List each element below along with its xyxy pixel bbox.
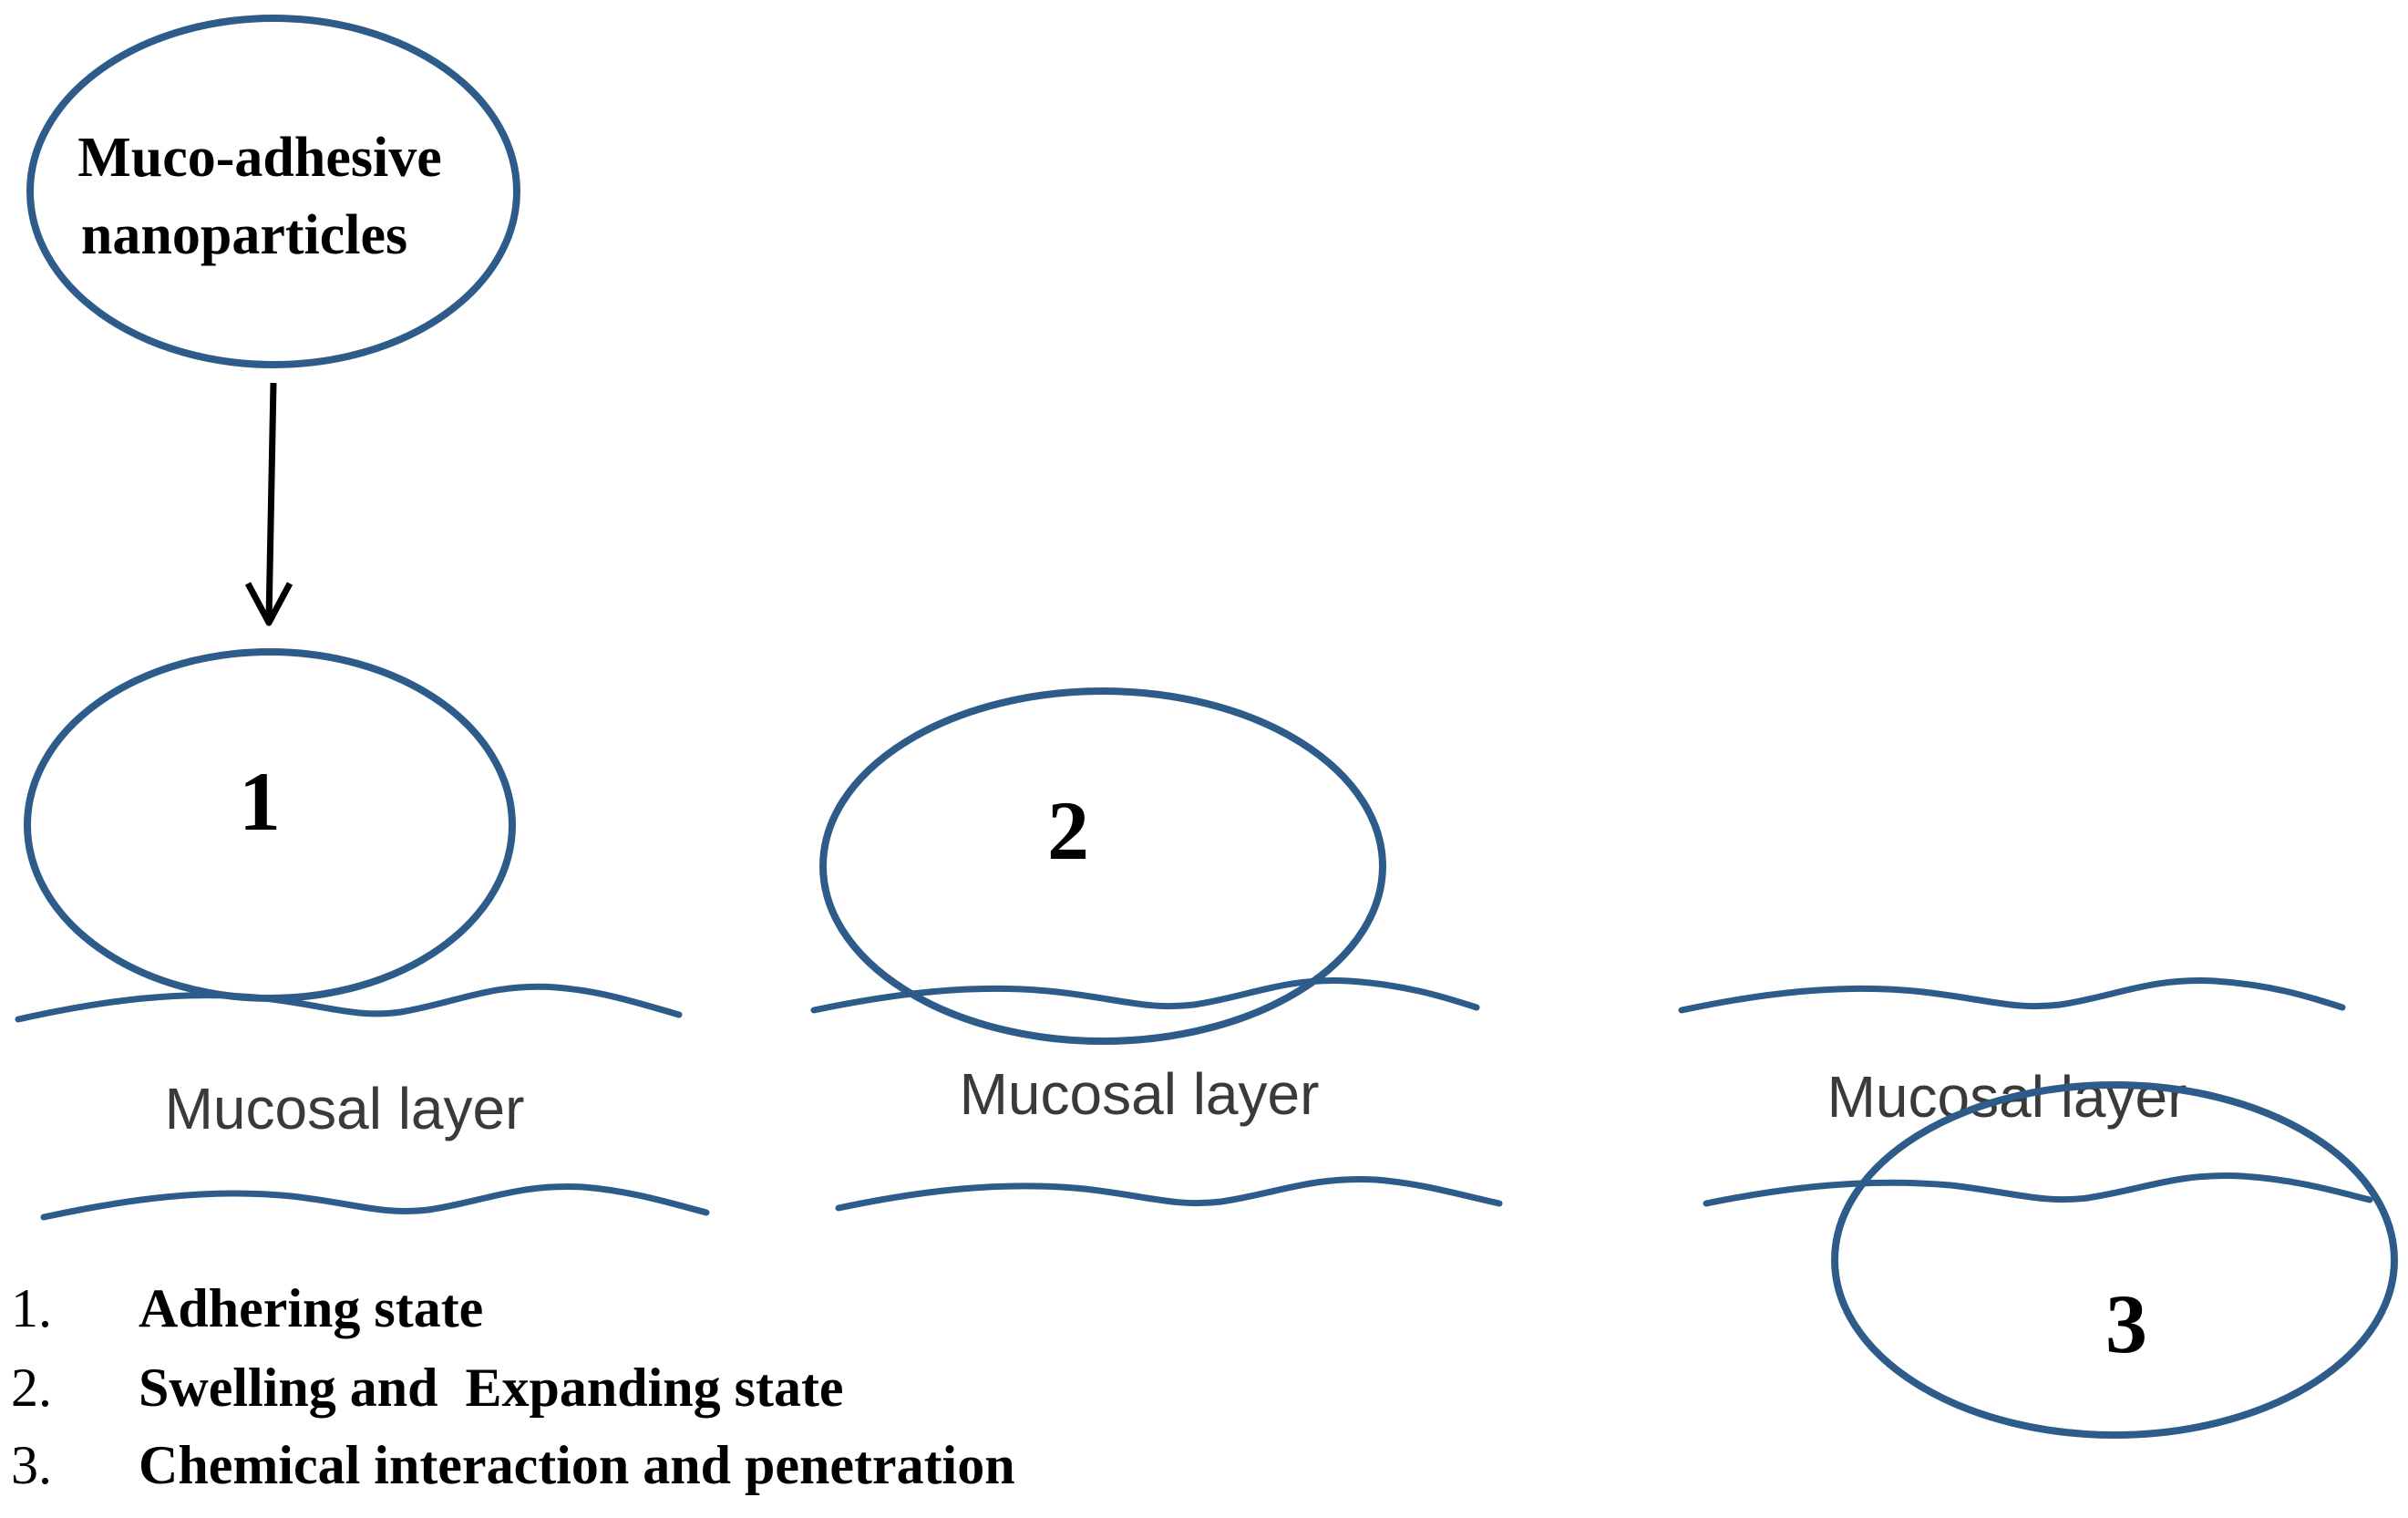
stage-2-layer-label: Mucosal layer (960, 1061, 1320, 1127)
down-arrow (244, 382, 293, 626)
stage-2-particle (819, 687, 1386, 1045)
legend-text-1: Adhering state (139, 1278, 483, 1338)
nanoparticle-label-line2: nanoparticles (81, 204, 407, 266)
stage-2-mucosa-bottom-line (835, 1175, 1503, 1212)
stage-1-layer-label: Mucosal layer (165, 1076, 525, 1141)
legend-marker-3: 3. (11, 1435, 52, 1495)
legend-text-3: Chemical interaction and penetration (139, 1435, 1015, 1495)
nanoparticle-ellipse (26, 15, 520, 368)
stage-3-number: 3 (2105, 1277, 2147, 1370)
stage-3-mucosa-bottom-line (1703, 1172, 2373, 1207)
stage-2-number: 2 (1047, 784, 1089, 877)
stage-1-mucosa-top-line (15, 983, 683, 1023)
stage-2-mucosa-top-line (810, 977, 1480, 1014)
nanoparticle-label-line1: Muco-adhesive (77, 127, 442, 189)
stage-1-particle (24, 648, 516, 1002)
legend-marker-2: 2. (11, 1358, 52, 1418)
stage-1: Mucosal layer 1 (15, 648, 710, 1221)
legend-text-2: Swelling and Expanding state (139, 1358, 844, 1418)
stage-3-particle (1831, 1081, 2398, 1439)
stage-3: Mucosal layer 3 (1678, 977, 2398, 1439)
legend-marker-1: 1. (11, 1278, 52, 1338)
legend: 1. Adhering state 2. Swelling and Expand… (11, 1278, 1015, 1495)
stage-2: Mucosal layer 2 (810, 687, 1503, 1212)
stage-1-number: 1 (239, 755, 281, 848)
nanoparticle-group: Muco-adhesive nanoparticles (26, 15, 520, 368)
stage-3-mucosa-top-line (1678, 977, 2346, 1014)
stage-1-mucosa-bottom-line (40, 1182, 710, 1221)
